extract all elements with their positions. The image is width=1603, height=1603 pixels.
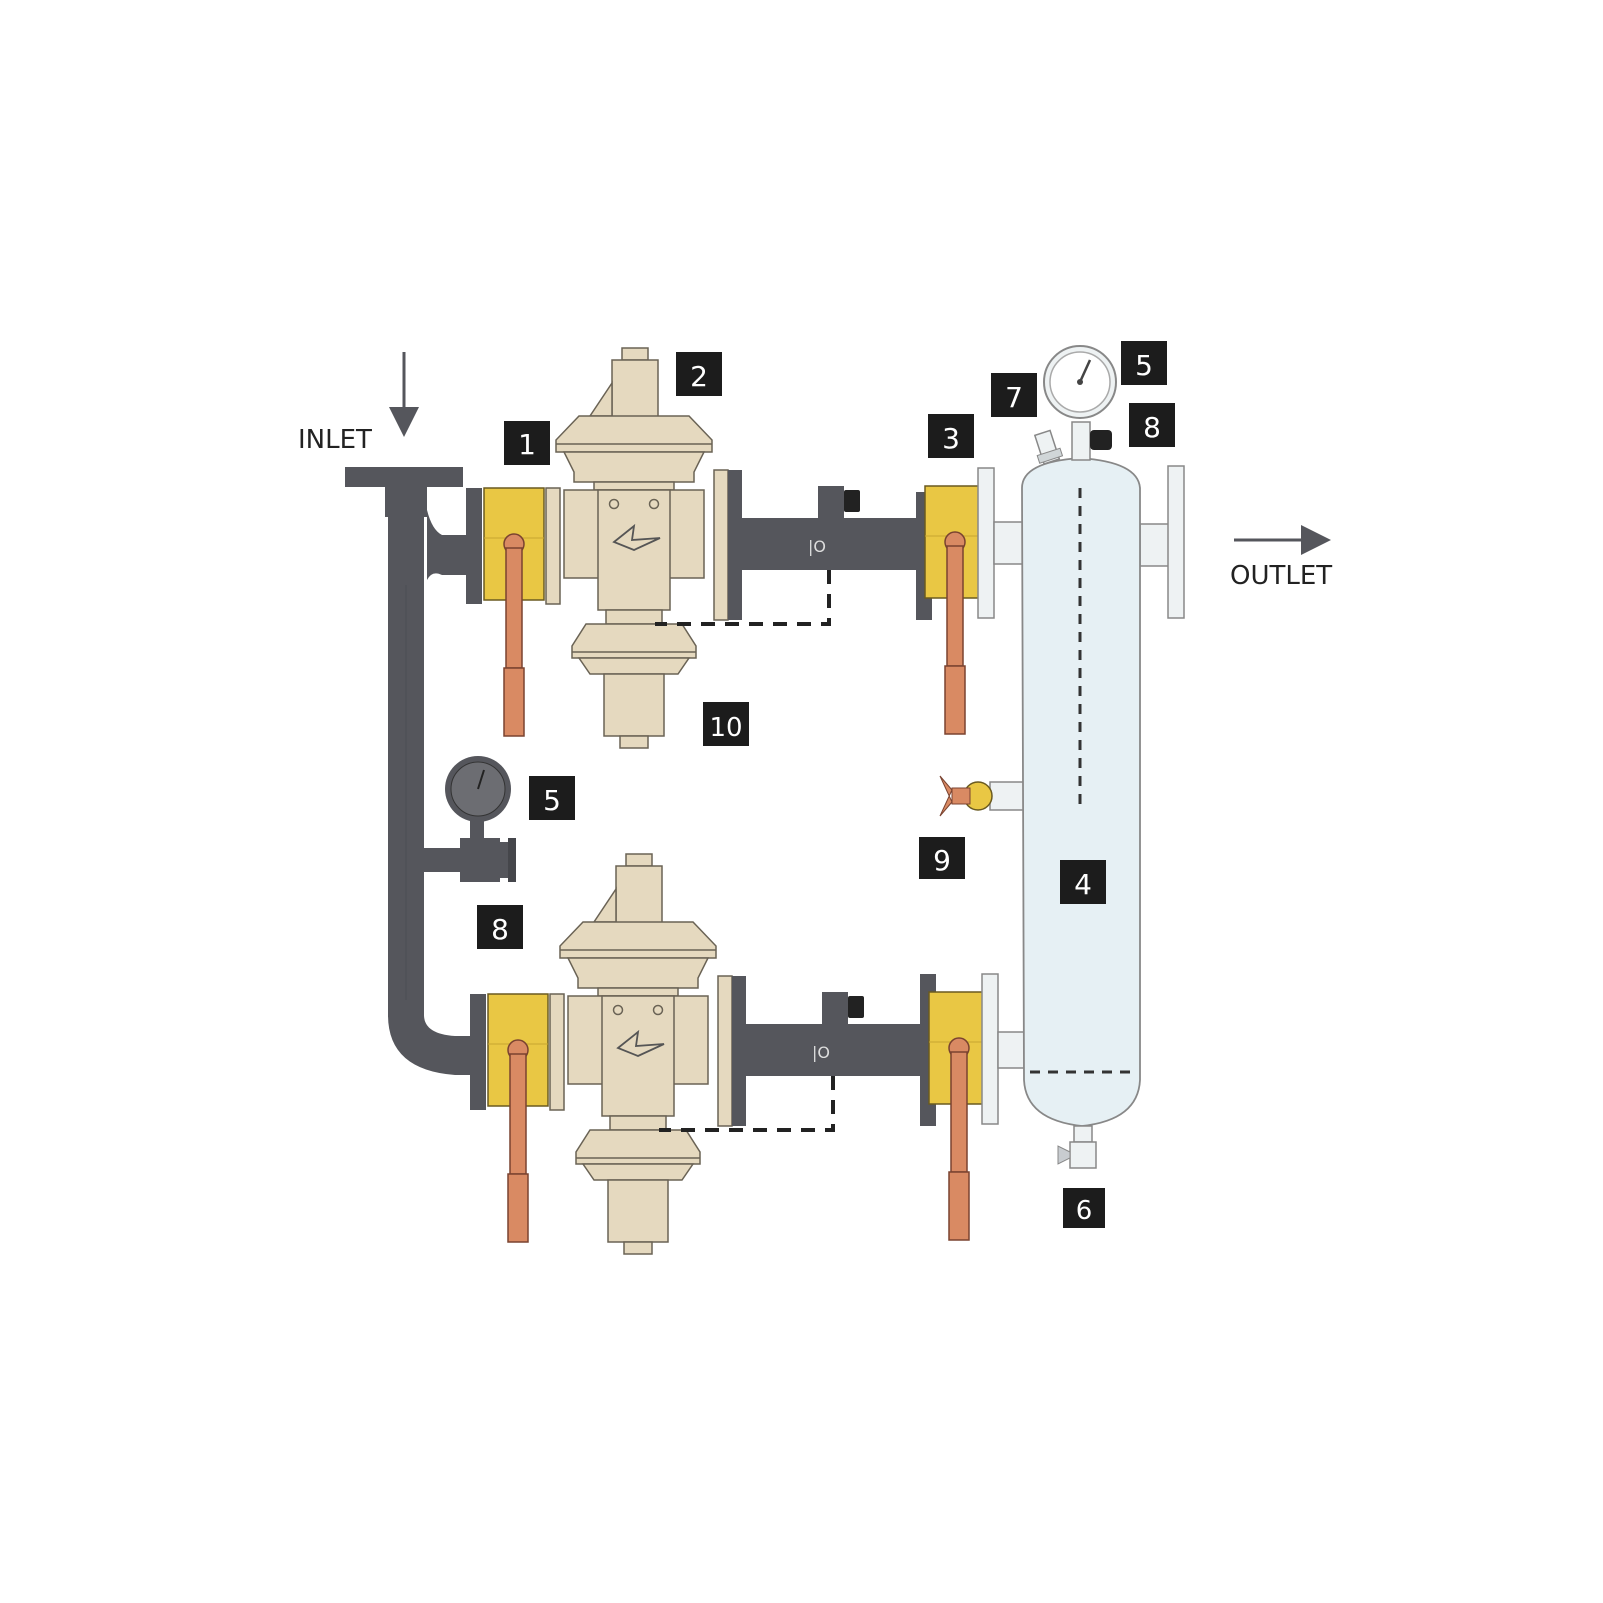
callout-8-left-text: 8 — [491, 913, 509, 946]
callout-3-text: 3 — [942, 422, 960, 455]
upper-line: |O — [466, 347, 995, 749]
callout-9-text: 9 — [933, 844, 951, 877]
callout-8-left: 8 — [477, 905, 523, 949]
inlet-manifold — [345, 467, 470, 1075]
callout-6: 6 — [1063, 1188, 1105, 1228]
callout-1: 1 — [504, 421, 550, 465]
callout-9: 9 — [919, 837, 965, 879]
callout-4: 4 — [1060, 860, 1106, 904]
callout-6-text: 6 — [1076, 1196, 1093, 1226]
side-drain-valve — [939, 775, 993, 817]
filter-tank — [989, 421, 1185, 1169]
inlet-pressure-gauge — [424, 756, 516, 882]
callout-4-text: 4 — [1074, 868, 1092, 901]
callout-5-left: 5 — [529, 776, 575, 820]
callout-7: 7 — [991, 373, 1037, 417]
callout-3: 3 — [928, 414, 974, 458]
callout-2: 2 — [676, 352, 722, 396]
callout-8-top-text: 8 — [1143, 411, 1161, 444]
inlet-label: INLET — [298, 425, 372, 455]
callout-8-top: 8 — [1129, 403, 1175, 447]
callout-1-text: 1 — [518, 428, 536, 461]
callout-2-text: 2 — [690, 360, 708, 393]
outlet-pressure-gauge — [1043, 345, 1117, 419]
callout-5-top-text: 5 — [1135, 349, 1153, 382]
callout-10: 10 — [703, 702, 749, 746]
callout-5-top: 5 — [1121, 341, 1167, 385]
callout-10-text: 10 — [709, 713, 742, 743]
outlet-label: OUTLET — [1230, 561, 1332, 591]
inlet-label-group: INLET — [298, 352, 419, 455]
callout-7-text: 7 — [1005, 381, 1023, 414]
lower-line: |O — [470, 853, 999, 1255]
svg-text:|O: |O — [808, 537, 826, 556]
outlet-label-group: OUTLET — [1230, 525, 1332, 591]
svg-text:|O: |O — [812, 1043, 830, 1062]
callout-5-left-text: 5 — [543, 784, 561, 817]
